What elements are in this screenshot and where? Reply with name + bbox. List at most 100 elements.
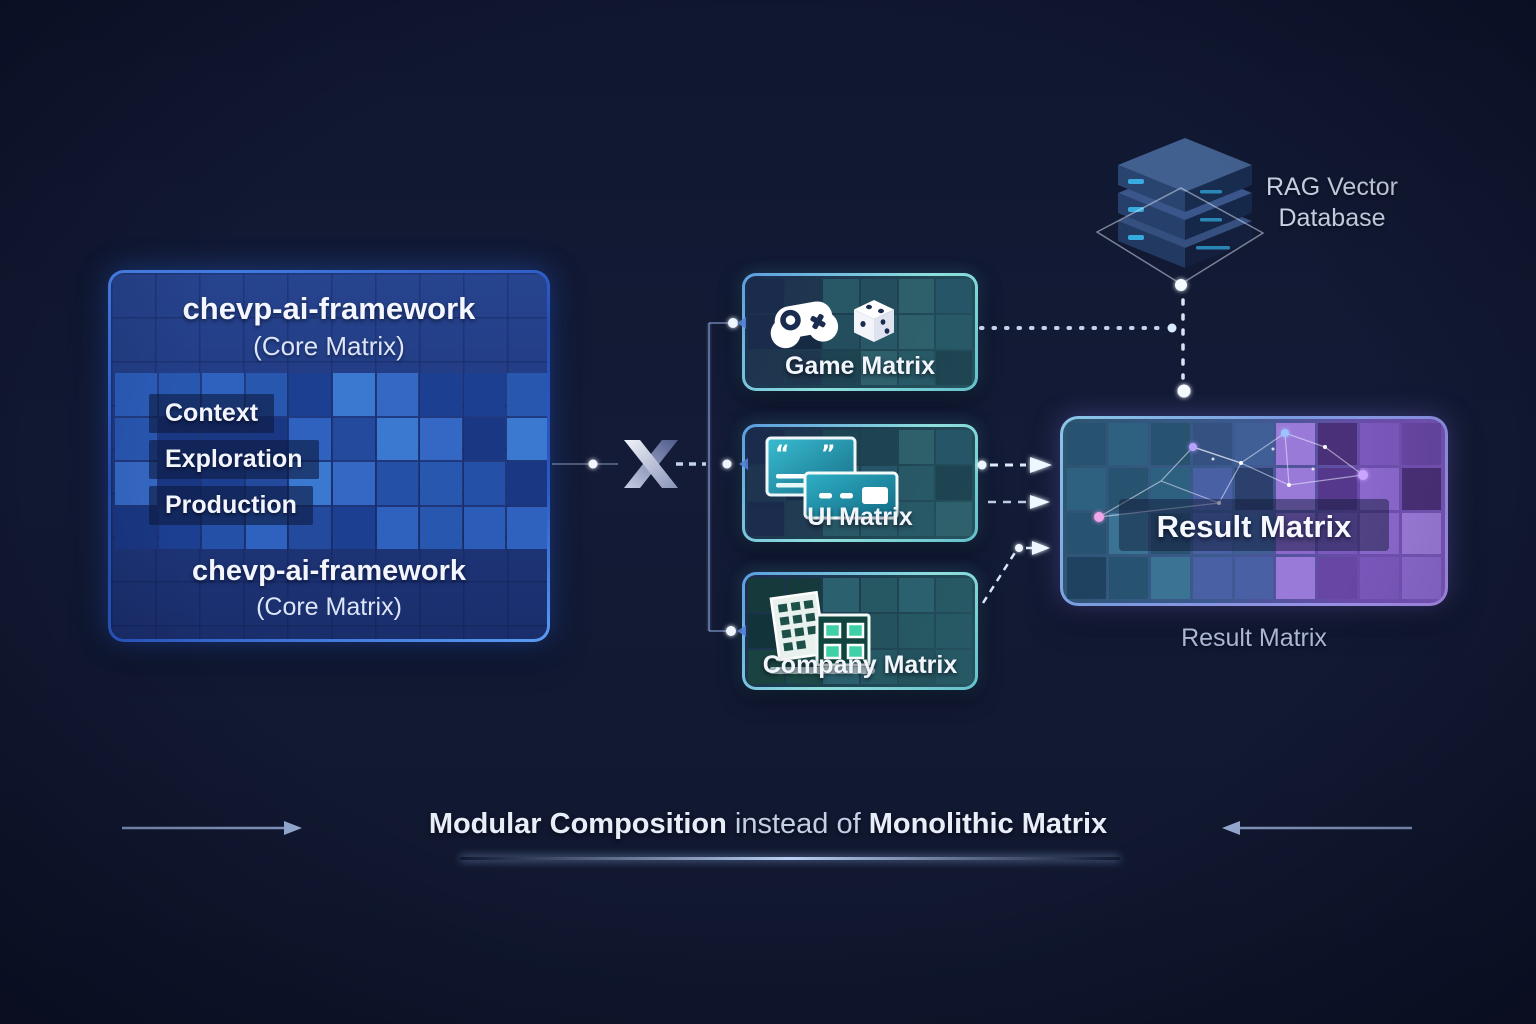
core-matrix-footer-title: chevp-ai-framework (192, 555, 466, 587)
matrix-cell (1150, 467, 1190, 510)
arrow-head (1030, 495, 1050, 509)
constellation-graph-icon (1094, 429, 1368, 522)
core-matrix-subtitle: (Core Matrix) (253, 331, 405, 361)
matrix-cell (936, 315, 972, 349)
matrix-cell (861, 614, 897, 648)
matrix-cell (785, 430, 822, 464)
matrix-cell (861, 430, 897, 464)
matrix-cell (898, 466, 935, 500)
game-matrix-box-inner: Game Matrix (745, 276, 975, 388)
matrix-cell (463, 373, 506, 416)
matrix-cell (861, 466, 897, 500)
matrix-cell (1108, 423, 1148, 465)
tagline-middle: instead of (726, 808, 869, 840)
matrix-cell (1360, 423, 1400, 465)
ui-matrix-box-inner: “ ” UI Matrix (745, 427, 975, 539)
matrix-cell (1402, 512, 1441, 555)
matrix-cell (463, 417, 506, 460)
result-matrix-caption: Result Matrix (1181, 624, 1327, 652)
core-row-exploration: Exploration (149, 440, 319, 479)
matrix-cell (1067, 467, 1106, 510)
matrix-cell (823, 466, 859, 500)
matrix-cell (1108, 557, 1148, 599)
matrix-cell (1276, 557, 1316, 599)
server-stack-icon (1118, 138, 1252, 268)
matrix-cell (376, 462, 419, 505)
matrix-cell (823, 279, 859, 313)
matrix-cell (1192, 467, 1232, 510)
matrix-cell (376, 417, 419, 460)
ui-matrix-box: “ ” UI Matrix (742, 424, 978, 542)
matrix-cell (507, 506, 547, 549)
matrix-cell (507, 417, 547, 460)
result-matrix-title: Result Matrix (1156, 509, 1352, 544)
matrix-cell (748, 466, 784, 500)
matrix-cell (748, 614, 784, 648)
company-matrix-label: Company Matrix (762, 651, 958, 679)
matrix-cell (1108, 467, 1148, 510)
result-title-band (1119, 499, 1389, 551)
tagline: Modular Composition instead of Monolithi… (0, 808, 1536, 841)
matrix-cell (332, 506, 375, 549)
junction-dot (1167, 323, 1177, 333)
matrix-cell (748, 502, 784, 536)
matrix-cell (785, 466, 822, 500)
ui-matrix-label: UI Matrix (807, 503, 913, 531)
matrix-cell (936, 351, 972, 385)
game-matrix-box: Game Matrix (742, 273, 978, 391)
matrix-cell (1318, 467, 1358, 510)
glow-dot (722, 459, 732, 469)
matrix-cell (823, 614, 859, 648)
result-matrix-box: Result Matrix (1060, 416, 1448, 606)
matrix-cell (823, 315, 859, 349)
result-matrix-box-inner: Result Matrix (1063, 419, 1445, 603)
matrix-cell (1402, 423, 1441, 465)
matrix-cell (507, 373, 547, 416)
matrix-cell (861, 279, 897, 313)
matrix-cell (823, 351, 859, 385)
core-row-context: Context (149, 394, 275, 433)
matrix-cell (936, 279, 972, 313)
matrix-cell (898, 650, 935, 684)
database-label: RAG Vector Database (1256, 172, 1408, 234)
matrix-cell (420, 506, 462, 549)
matrix-cell (1318, 512, 1358, 555)
matrix-cell (748, 578, 784, 612)
matrix-cell (1276, 512, 1316, 555)
matrix-cell (1234, 423, 1274, 465)
matrix-cell (898, 279, 935, 313)
matrix-cell (463, 462, 506, 505)
matrix-cell (1318, 423, 1358, 465)
matrix-cell (1234, 557, 1274, 599)
company-matrix-box-inner: Company Matrix (745, 575, 975, 687)
glow-dot (1015, 544, 1023, 552)
matrix-cell (507, 462, 547, 505)
tagline-glow-line (460, 857, 1120, 860)
matrix-cell (936, 614, 972, 648)
matrix-cell (748, 315, 784, 349)
matrix-cell (1067, 557, 1106, 599)
matrix-cell (376, 373, 419, 416)
game-matrix-label: Game Matrix (784, 352, 936, 380)
matrix-cell (861, 315, 897, 349)
company-to-result-diagonal (981, 550, 1018, 604)
matrix-cell (861, 578, 897, 612)
matrix-cell (420, 373, 462, 416)
matrix-cell (332, 417, 375, 460)
matrix-cell (1234, 512, 1274, 555)
matrix-cell (785, 351, 822, 385)
multiply-icon (624, 440, 678, 488)
matrix-cell (289, 373, 331, 416)
matrix-cell (748, 430, 784, 464)
matrix-cell (898, 430, 935, 464)
core-matrix-box: chevp-ai-framework (Core Matrix) Context… (108, 270, 550, 642)
glow-dot (588, 459, 598, 469)
matrix-cell (898, 614, 935, 648)
tagline-bold-left: Modular Composition (428, 808, 727, 840)
company-matrix-box: Company Matrix (742, 572, 978, 690)
core-matrix-footer-subtitle: (Core Matrix) (256, 593, 402, 621)
matrix-cell (1150, 512, 1190, 555)
matrix-cell (1402, 467, 1441, 510)
matrix-cell (898, 315, 935, 349)
